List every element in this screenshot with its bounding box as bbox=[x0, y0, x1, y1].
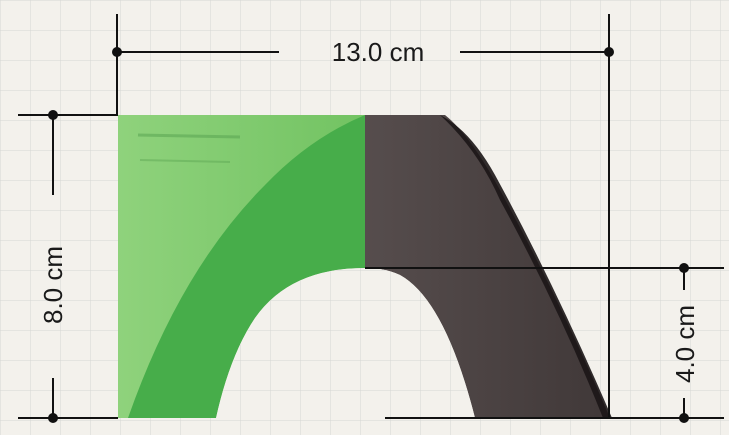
arch-opening-grid bbox=[216, 268, 475, 418]
top-dim-left-dot bbox=[112, 47, 122, 57]
arch-right-dark-face bbox=[365, 115, 610, 418]
paint-streak bbox=[139, 159, 231, 163]
arch-height-dimension-label: 4.0 cm bbox=[670, 305, 700, 383]
left-dim-bottom-dot bbox=[48, 413, 58, 423]
right-dim-top-dot bbox=[679, 263, 689, 273]
height-dimension-label: 8.0 cm bbox=[38, 246, 68, 324]
right-dim-bottom-dot bbox=[679, 413, 689, 423]
arch-right-shadow-edge bbox=[440, 115, 612, 418]
top-dim-right-dot bbox=[604, 47, 614, 57]
width-dimension-label: 13.0 cm bbox=[332, 37, 425, 67]
paint-streak bbox=[137, 133, 241, 139]
arch-left-band bbox=[128, 115, 365, 418]
left-dim-top-dot bbox=[48, 110, 58, 120]
